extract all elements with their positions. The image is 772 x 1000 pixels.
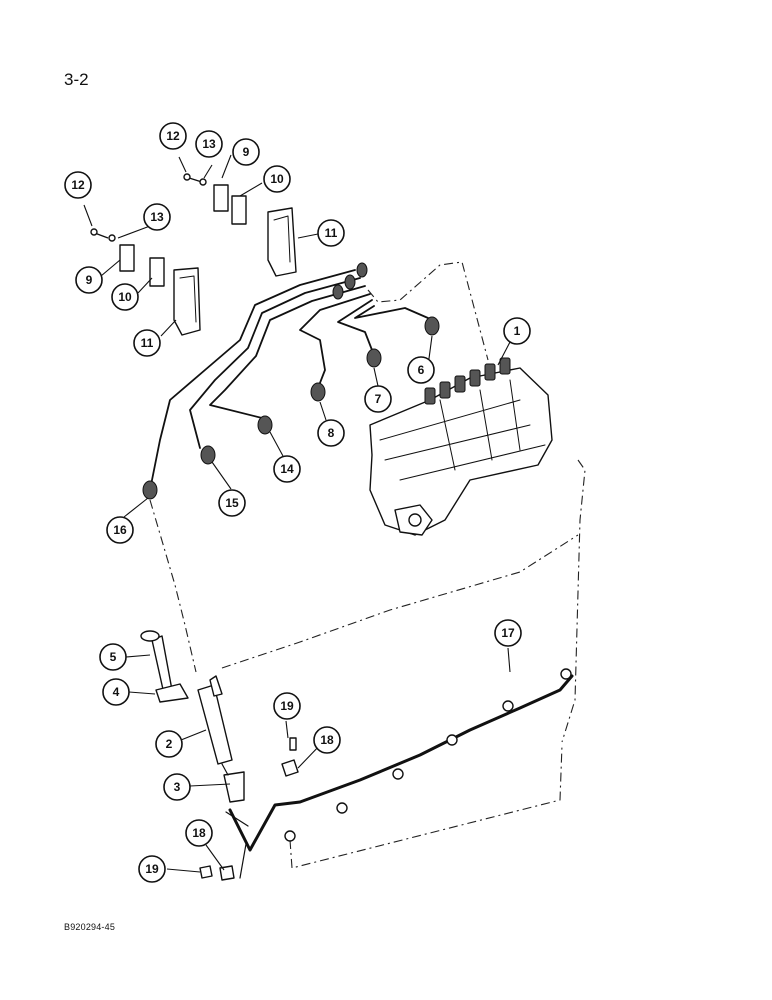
fuel-lines bbox=[142, 262, 440, 500]
svg-text:11: 11 bbox=[325, 226, 338, 240]
callouts: 1 2 3 4 5 6 7 8 9 9 10 10 11 11 12 12 13… bbox=[64, 122, 531, 883]
callout-3: 3 bbox=[163, 773, 191, 801]
callout-13-upper: 13 bbox=[195, 130, 223, 158]
callout-7: 7 bbox=[364, 385, 392, 413]
pump-outlet-fittings bbox=[424, 357, 511, 405]
callout-11-lower: 11 bbox=[133, 329, 161, 357]
callout-14: 14 bbox=[273, 455, 301, 483]
svg-text:19: 19 bbox=[280, 699, 294, 713]
callout-12-lower: 12 bbox=[64, 171, 92, 199]
svg-text:12: 12 bbox=[166, 129, 180, 143]
figure-code: B920294-45 bbox=[64, 922, 116, 932]
svg-text:18: 18 bbox=[192, 826, 206, 840]
callout-12-upper: 12 bbox=[159, 122, 187, 150]
callout-5: 5 bbox=[99, 643, 127, 671]
svg-text:4: 4 bbox=[113, 685, 120, 699]
svg-text:17: 17 bbox=[501, 626, 515, 640]
callout-8: 8 bbox=[317, 419, 345, 447]
callout-17: 17 bbox=[494, 619, 522, 647]
callout-18-bottom: 18 bbox=[185, 819, 213, 847]
callout-9-lower: 9 bbox=[75, 266, 103, 294]
callout-10-upper: 10 bbox=[263, 165, 291, 193]
callout-1: 1 bbox=[503, 317, 531, 345]
callout-2: 2 bbox=[155, 730, 183, 758]
svg-text:9: 9 bbox=[86, 273, 93, 287]
svg-text:7: 7 bbox=[375, 392, 382, 406]
injector-assembly bbox=[140, 630, 245, 803]
callout-10-lower: 10 bbox=[111, 283, 139, 311]
page-number: 3-2 bbox=[64, 70, 89, 89]
callout-11-upper: 11 bbox=[317, 219, 345, 247]
return-manifold bbox=[199, 668, 574, 881]
svg-text:14: 14 bbox=[280, 462, 294, 476]
svg-text:8: 8 bbox=[328, 426, 335, 440]
svg-text:3: 3 bbox=[174, 780, 181, 794]
svg-text:10: 10 bbox=[118, 290, 132, 304]
svg-text:12: 12 bbox=[71, 178, 85, 192]
svg-text:19: 19 bbox=[145, 862, 159, 876]
svg-text:11: 11 bbox=[141, 336, 154, 350]
callout-19-bottom: 19 bbox=[138, 855, 166, 883]
callout-6: 6 bbox=[407, 356, 435, 384]
svg-text:13: 13 bbox=[150, 210, 164, 224]
clamp-assembly-upper bbox=[183, 173, 297, 277]
callout-15: 15 bbox=[218, 489, 246, 517]
callout-16: 16 bbox=[106, 516, 134, 544]
svg-text:1: 1 bbox=[514, 324, 521, 338]
callout-18-right: 18 bbox=[313, 726, 341, 754]
injection-pump bbox=[369, 357, 553, 536]
callout-4: 4 bbox=[102, 678, 130, 706]
svg-text:13: 13 bbox=[202, 137, 216, 151]
callout-9-upper: 9 bbox=[232, 138, 260, 166]
svg-text:10: 10 bbox=[270, 172, 284, 186]
svg-text:15: 15 bbox=[225, 496, 239, 510]
svg-text:6: 6 bbox=[418, 363, 425, 377]
clamp-assembly-lower bbox=[90, 228, 201, 336]
callout-19-right: 19 bbox=[273, 692, 301, 720]
alignment-lines bbox=[149, 261, 586, 869]
svg-text:16: 16 bbox=[113, 523, 127, 537]
svg-text:18: 18 bbox=[320, 733, 334, 747]
svg-text:5: 5 bbox=[110, 650, 117, 664]
svg-text:9: 9 bbox=[243, 145, 250, 159]
callout-13-lower: 13 bbox=[143, 203, 171, 231]
svg-text:2: 2 bbox=[166, 737, 173, 751]
